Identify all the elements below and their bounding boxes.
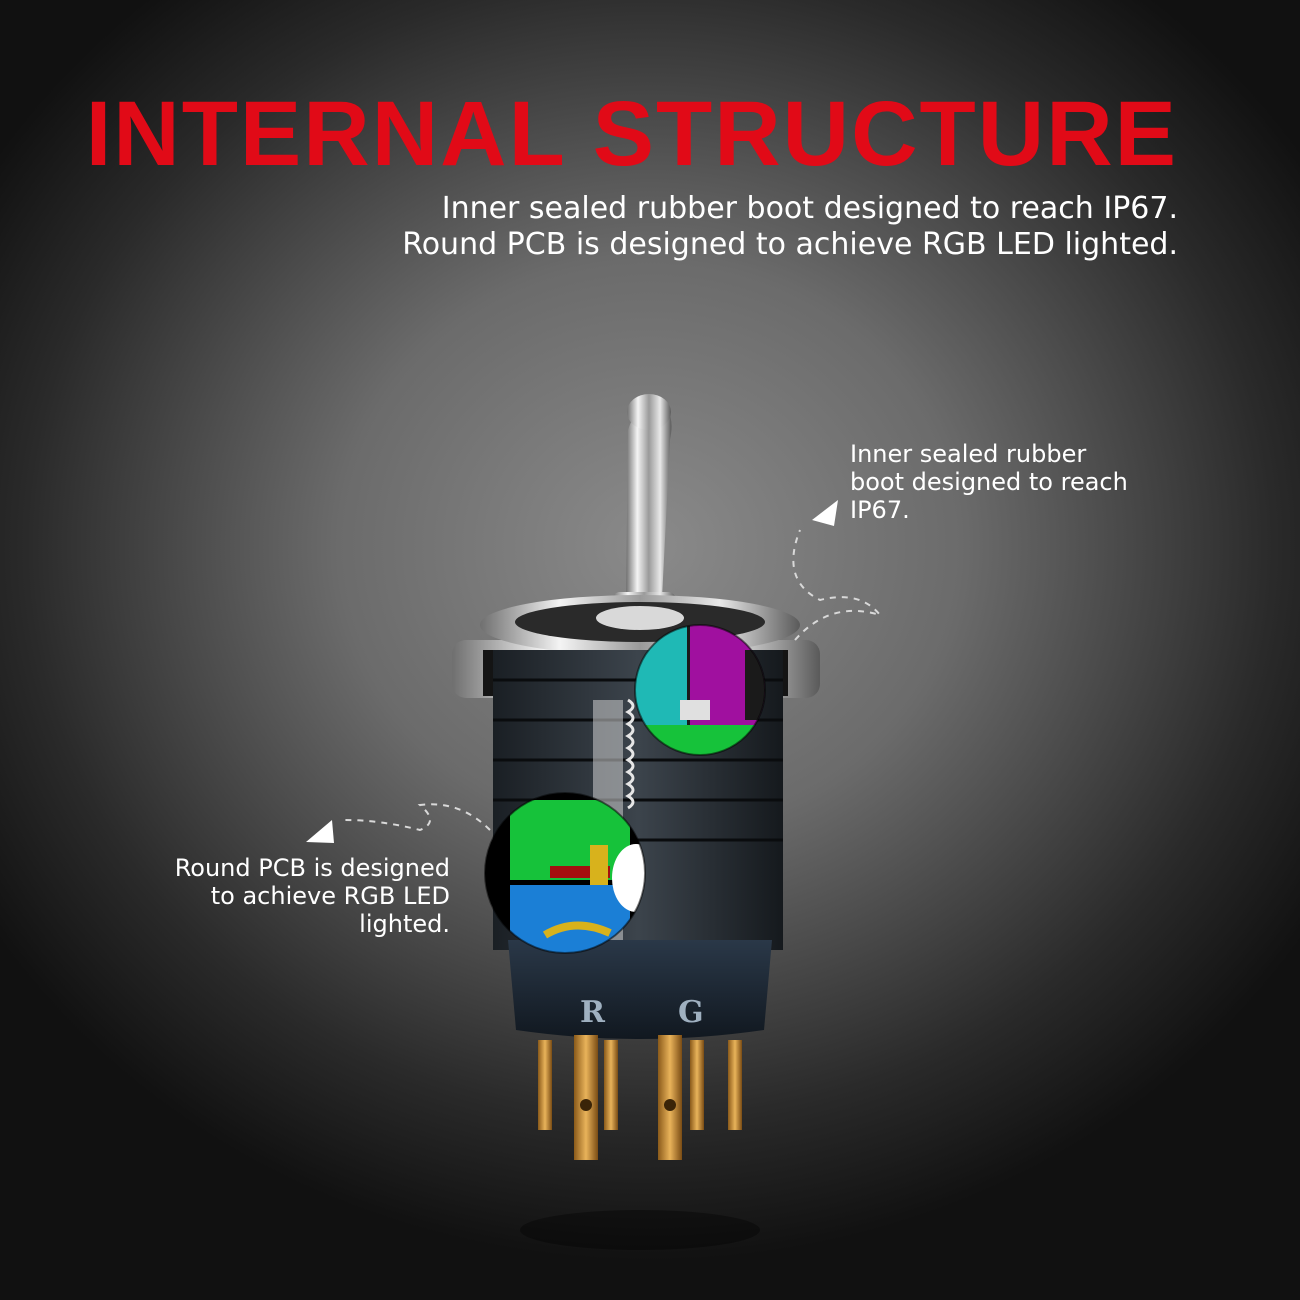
callout-arrow-icon: [812, 500, 838, 526]
terminal-pins: [538, 1035, 742, 1160]
toggle-lever: [612, 394, 676, 614]
headline: INTERNAL STRUCTURE: [85, 83, 1178, 185]
terminal-mark-g: G: [678, 995, 704, 1030]
callout-round-pcb: Round PCB is designed to achieve RGB LED…: [130, 854, 450, 938]
callout-round-pcb-line: to achieve RGB LED: [210, 882, 450, 910]
callout-rubber-boot: Inner sealed rubber boot designed to rea…: [850, 440, 1160, 524]
callout-leader-lines: [344, 529, 883, 832]
base-housing: R G: [508, 940, 772, 1039]
callout-round-pcb-line: Round PCB is designed: [174, 854, 450, 882]
callout-round-pcb-line: lighted.: [359, 910, 450, 938]
callout-rubber-boot-line: IP67.: [850, 496, 910, 524]
subtitle-line-2: Round PCB is designed to achieve RGB LED…: [402, 227, 1178, 262]
callout-arrow-icon: [306, 820, 334, 843]
subtitle-line-1: Inner sealed rubber boot designed to rea…: [441, 191, 1178, 226]
reflection: [520, 1210, 760, 1250]
cutaway-round-pcb: [485, 793, 645, 953]
terminal-mark-r: R: [580, 995, 606, 1030]
callout-rubber-boot-line: boot designed to reach: [850, 468, 1128, 496]
callout-rubber-boot-line: Inner sealed rubber: [850, 440, 1087, 468]
